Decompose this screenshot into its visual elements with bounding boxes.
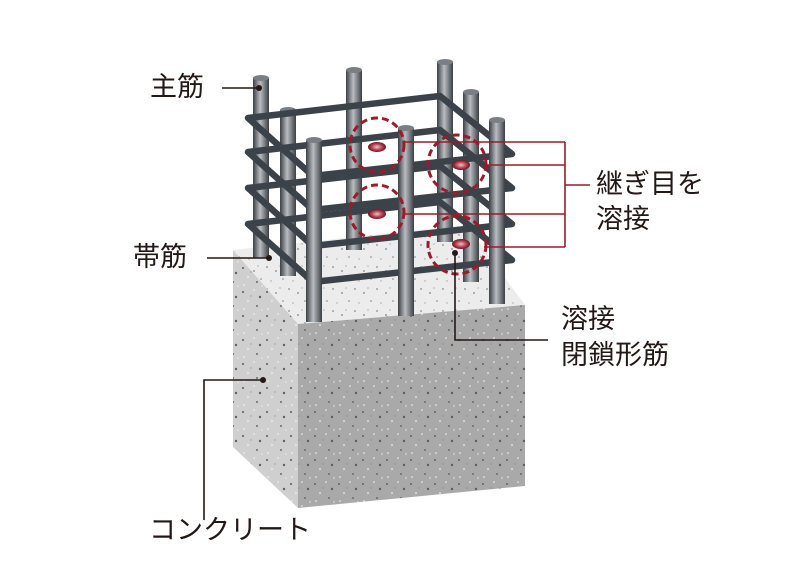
- leader-lines: [203, 85, 590, 520]
- hoop-ring: [244, 162, 516, 250]
- weld-markers: [348, 116, 488, 276]
- hoop-ring: [244, 92, 516, 180]
- leader-concrete: [203, 379, 262, 520]
- hoop-ring: [244, 126, 516, 214]
- label-main-rebar: 主筋: [150, 72, 204, 103]
- main-rebar-front: [306, 117, 505, 322]
- label-hoop: 帯筋: [133, 242, 187, 273]
- leader-joint-weld: [404, 141, 590, 248]
- label-welded-hoop-line1: 溶接: [561, 304, 615, 335]
- concrete-block: [233, 225, 525, 508]
- rebar: [398, 128, 414, 316]
- weld-circle: [426, 133, 488, 195]
- label-concrete: コンクリート: [149, 515, 311, 546]
- leader-welded-hoop: [454, 255, 548, 341]
- label-joint-weld-line2: 溶接: [596, 204, 650, 235]
- rebar: [489, 120, 505, 304]
- weld-circle: [426, 214, 488, 276]
- weld-circle: [348, 183, 406, 241]
- label-welded-hoop-line2: 閉鎖形筋: [561, 340, 669, 371]
- weld-circle: [348, 116, 406, 174]
- rebar: [437, 62, 453, 242]
- rebar: [306, 140, 322, 322]
- label-joint-weld-line1: 継ぎ目を: [596, 169, 704, 200]
